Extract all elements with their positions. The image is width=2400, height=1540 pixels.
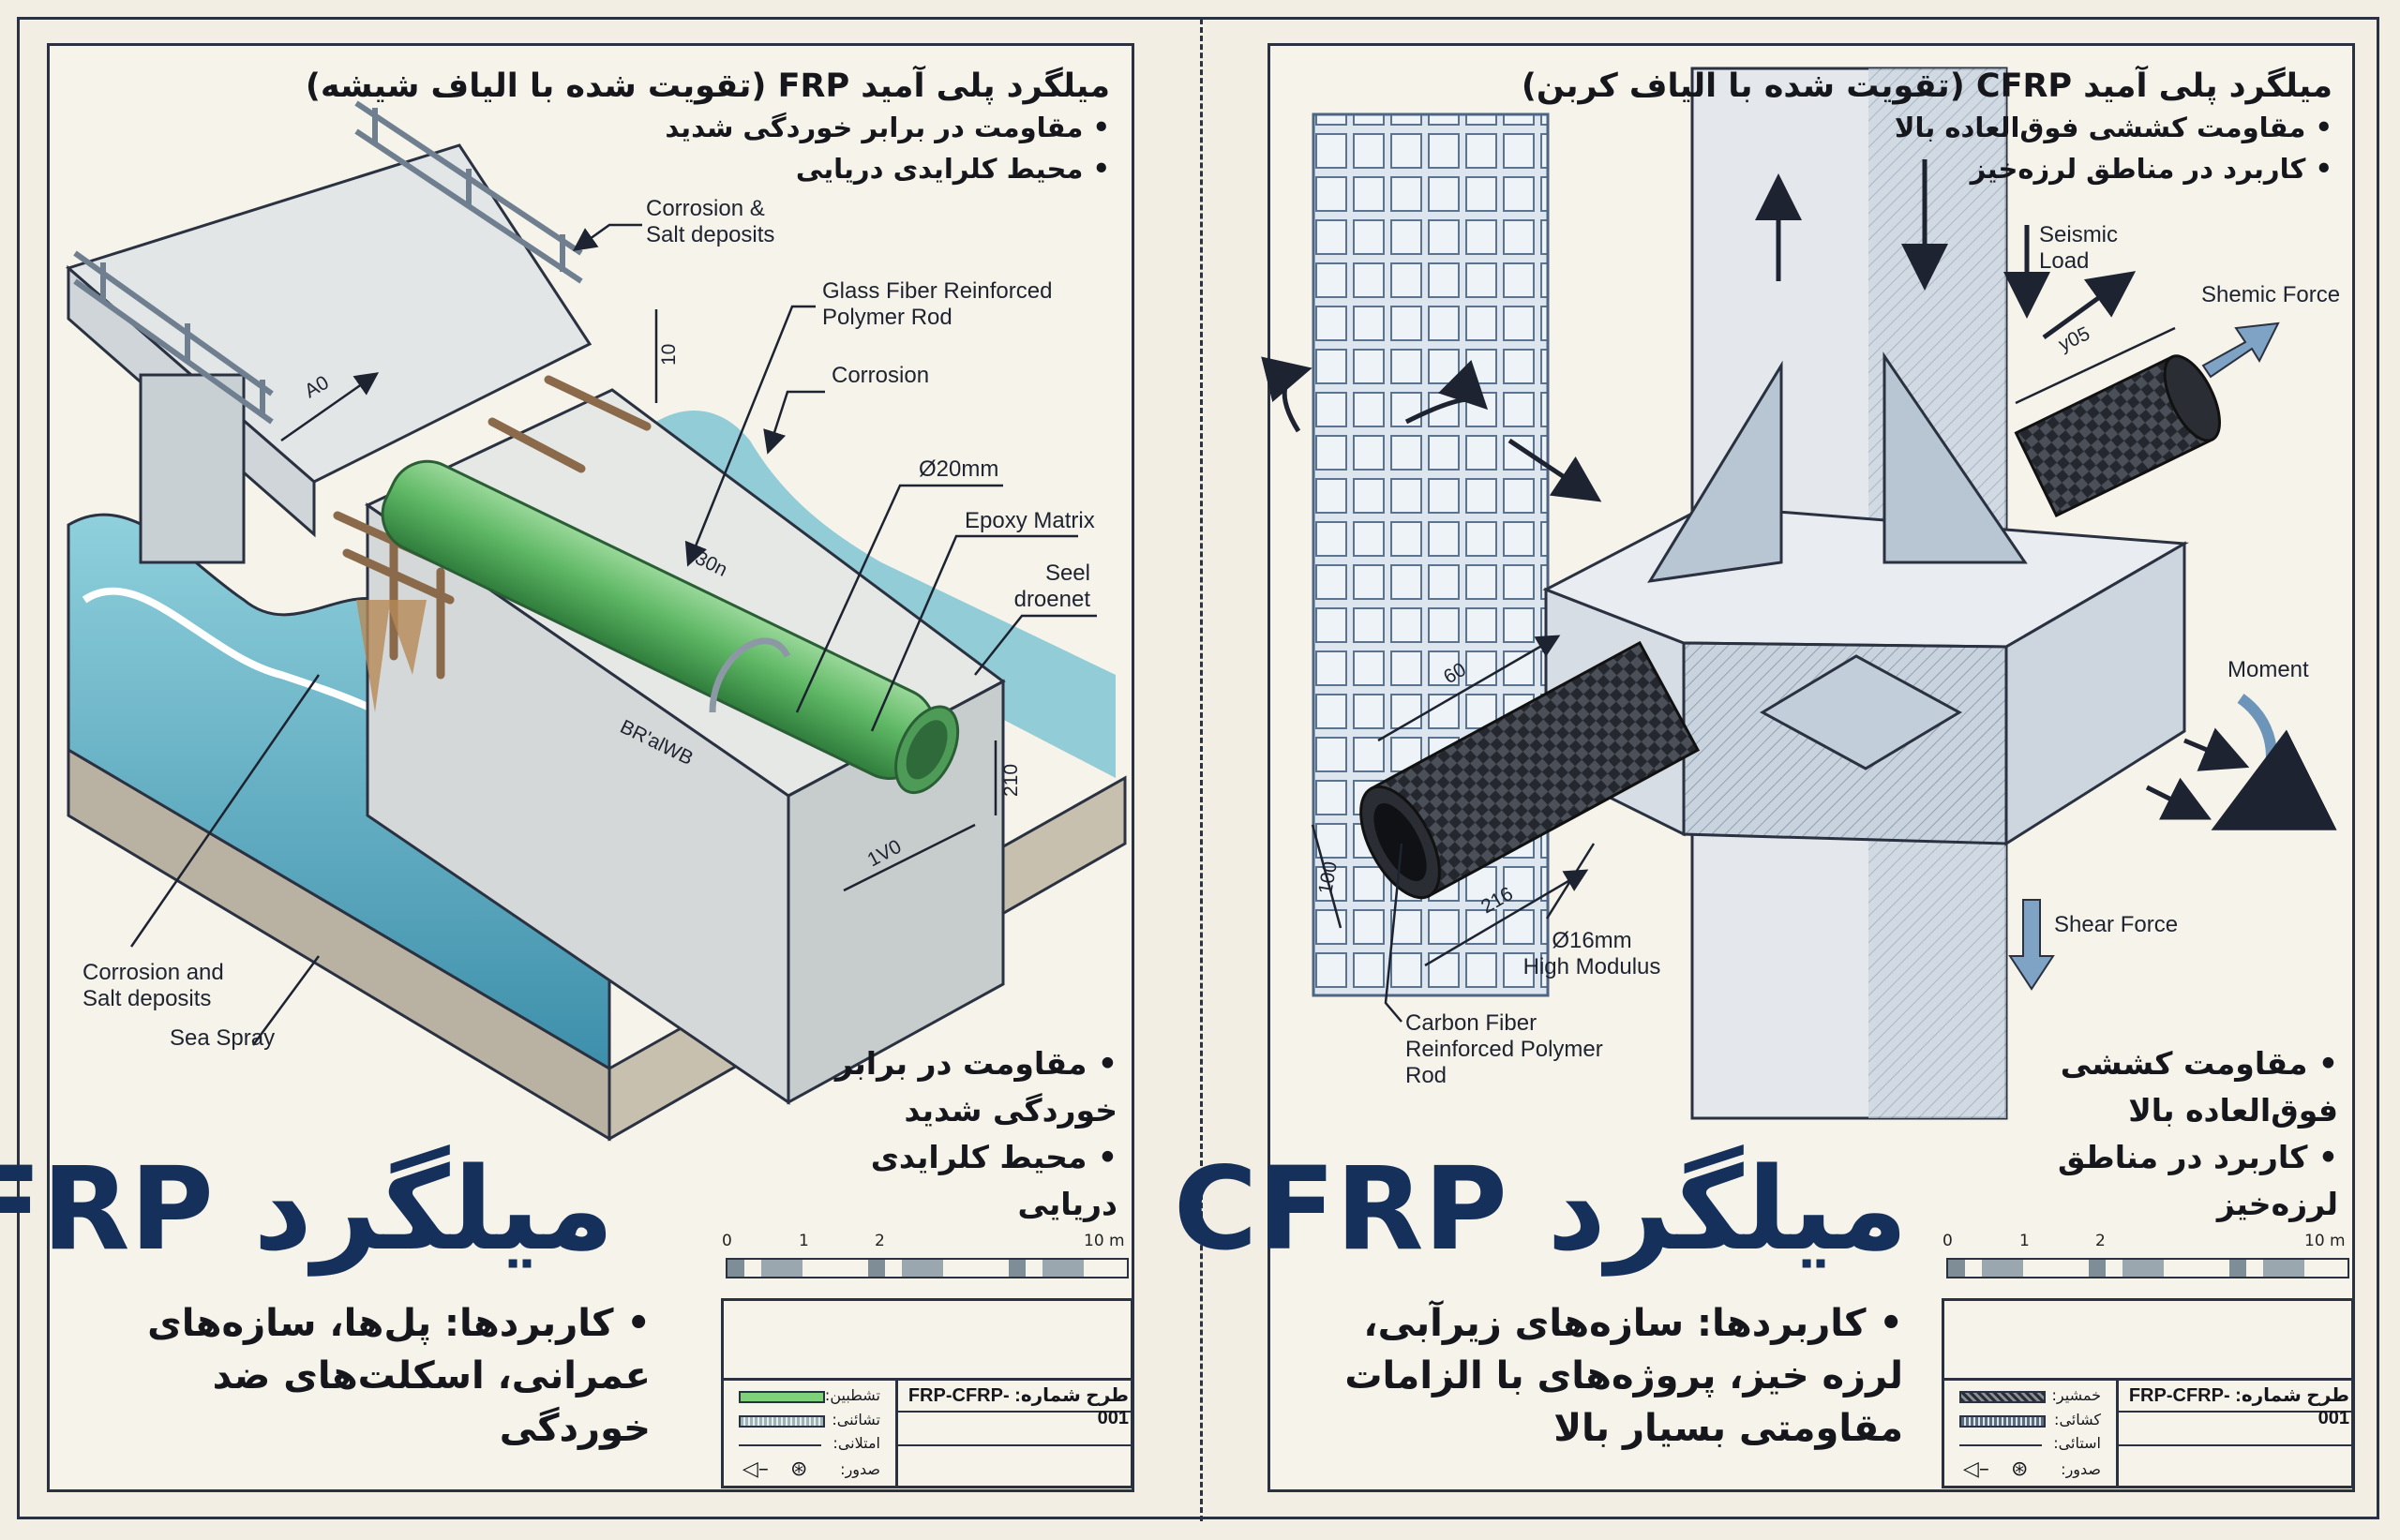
frp-illustration: A0 10 30n 210 1V0 BR'alWB Corrosion &Sal… xyxy=(65,100,1127,1142)
rusty-rebars xyxy=(333,375,652,680)
scale-tick: 2 xyxy=(875,1232,885,1250)
shear-force-arrow xyxy=(2008,899,2055,991)
legend-swatch-line xyxy=(739,1444,821,1446)
label-shear-force: Shear Force xyxy=(2054,912,2178,937)
scale-tick: 0 xyxy=(1942,1232,1953,1250)
drawing-number: طرح شماره: FRP-CFRP-001 xyxy=(908,1385,1129,1428)
cfrp-header-bullet: مقاومت کششی فوق‌العاده بالا xyxy=(1522,107,2332,148)
scale-tick: 10 m xyxy=(1084,1232,1125,1250)
bridge-pier xyxy=(139,373,246,564)
legend-label: صدور: xyxy=(2061,1460,2101,1478)
title-block-frame xyxy=(721,1298,1133,1488)
gfrp-rod xyxy=(381,459,960,795)
dim-depth: 210 xyxy=(1000,764,1022,797)
cfrp-side-bullet: مقاومت کششی فوق‌العاده بالا xyxy=(2001,1040,2338,1134)
frp-side-bullet: مقاومت در برابر خوردگی شدید xyxy=(780,1040,1118,1134)
label-corrosion: Corrosion xyxy=(832,363,929,388)
rust-stains xyxy=(356,600,427,712)
label-corrosion-salt-top: Corrosion &Salt deposits xyxy=(646,196,774,247)
legend-swatch-line xyxy=(1959,1444,2042,1446)
label-shemic-force: Shemic Force xyxy=(2201,282,2340,307)
shemic-force-arrow xyxy=(2201,321,2280,379)
label-epoxy-matrix: Epoxy Matrix xyxy=(965,508,1095,533)
legend-label: کشائی: xyxy=(2054,1411,2101,1428)
dim-height: 10 xyxy=(658,344,680,366)
legend-label: تشائنی: xyxy=(832,1411,880,1428)
legend-label: صدور: xyxy=(840,1460,880,1478)
center-dashed-divider xyxy=(1200,19,1203,1521)
joint-block-right xyxy=(2004,541,2186,846)
legend-label: خمشیر: xyxy=(2051,1386,2101,1404)
outer-border xyxy=(17,17,2379,1519)
cfrp-rod-back xyxy=(2014,354,2221,518)
frp-header: میلگرد پلی آمید FRP (تقویت شده با الیاف … xyxy=(306,66,1110,189)
title-block-divider xyxy=(1942,1378,2354,1381)
cfrp-side-bullet: کاربرد در مناطق لرزه‌خیز xyxy=(2001,1134,2338,1228)
frp-applications: کاربردها: پل‌ها، سازه‌های عمرانی، اسکلت‌… xyxy=(98,1297,651,1455)
scale-tick: 1 xyxy=(2019,1232,2030,1250)
scale-bar-graphic xyxy=(1946,1258,2349,1278)
scale-bar-graphic xyxy=(726,1258,1129,1278)
moment-arrow xyxy=(2211,694,2337,830)
steel-gusset-right xyxy=(1882,351,2028,564)
frp-header-bullet: مقاومت در برابر خوردگی شدید xyxy=(306,107,1110,148)
frp-big-title: میلگرد FRP xyxy=(0,1143,614,1276)
scale-tick: 2 xyxy=(2095,1232,2106,1250)
arrow-left-icon: ◁– xyxy=(742,1458,769,1481)
drawing-number: طرح شماره: FRP-CFRP-001 xyxy=(2128,1385,2349,1428)
title-block-divider xyxy=(721,1378,1133,1381)
rod-clip xyxy=(709,637,791,713)
frp-header-title: میلگرد پلی آمید FRP (تقویت شده با الیاف … xyxy=(305,67,1110,105)
cfrp-side-bullets: مقاومت کششی فوق‌العاده بالا کاربرد در من… xyxy=(2001,1040,2338,1228)
label-moment: Moment xyxy=(2228,657,2309,682)
legend-label: امتلانی: xyxy=(832,1434,880,1452)
arrow-left-icon: ◁– xyxy=(1963,1458,1989,1481)
label-diameter: Ø20mm xyxy=(919,456,998,482)
frp-dimension-lines xyxy=(280,309,998,892)
legend-swatch-hatched xyxy=(1959,1415,2046,1428)
legend-swatch-green xyxy=(739,1391,825,1403)
steel-gusset-left xyxy=(1647,360,1783,583)
scale-tick: 10 m xyxy=(2304,1232,2346,1250)
north-compass-icon: ⊛ xyxy=(790,1458,808,1481)
cfrp-header: میلگرد پلی آمید CFRP (تقویت شده با الیاف… xyxy=(1522,66,2332,189)
cfrp-rod-front xyxy=(1359,640,1701,900)
cfrp-dimension-lines xyxy=(1311,326,2176,1023)
scale-tick: 0 xyxy=(722,1232,732,1250)
frp-side-bullet: محیط کلرایدی دریایی xyxy=(780,1134,1118,1228)
legend-swatch-hatched xyxy=(739,1415,825,1428)
title-block-divider xyxy=(2116,1378,2119,1488)
frp-side-bullets: مقاومت در برابر خوردگی شدید محیط کلرایدی… xyxy=(780,1040,1118,1228)
legend-label: تشطبین: xyxy=(824,1386,880,1404)
steel-plate-center xyxy=(1759,654,1963,770)
label-sea-spray: Sea Spray xyxy=(170,1025,275,1051)
legend-label: استائی: xyxy=(2053,1434,2101,1452)
north-compass-icon: ⊛ xyxy=(2011,1458,2029,1481)
frp-header-bullet: محیط کلرایدی دریایی xyxy=(306,148,1110,189)
cfrp-applications: کاربردها: سازه‌های زیرآبی، لرزه خیز، پرو… xyxy=(1312,1297,1903,1455)
cfrp-header-title: میلگرد پلی آمید CFRP (تقویت شده با الیاف… xyxy=(1521,67,2332,105)
title-block-divider xyxy=(895,1378,898,1488)
scale-tick: 1 xyxy=(799,1232,809,1250)
cfrp-header-bullet: کاربرد در مناطق لرزه‌خیز xyxy=(1522,148,2332,189)
cfrp-big-title: میلگرد CFRP xyxy=(1173,1143,1908,1276)
title-block-frame xyxy=(1942,1298,2354,1488)
legend-swatch-carbon xyxy=(1959,1391,2046,1403)
frp-leader-lines xyxy=(129,223,1097,1046)
